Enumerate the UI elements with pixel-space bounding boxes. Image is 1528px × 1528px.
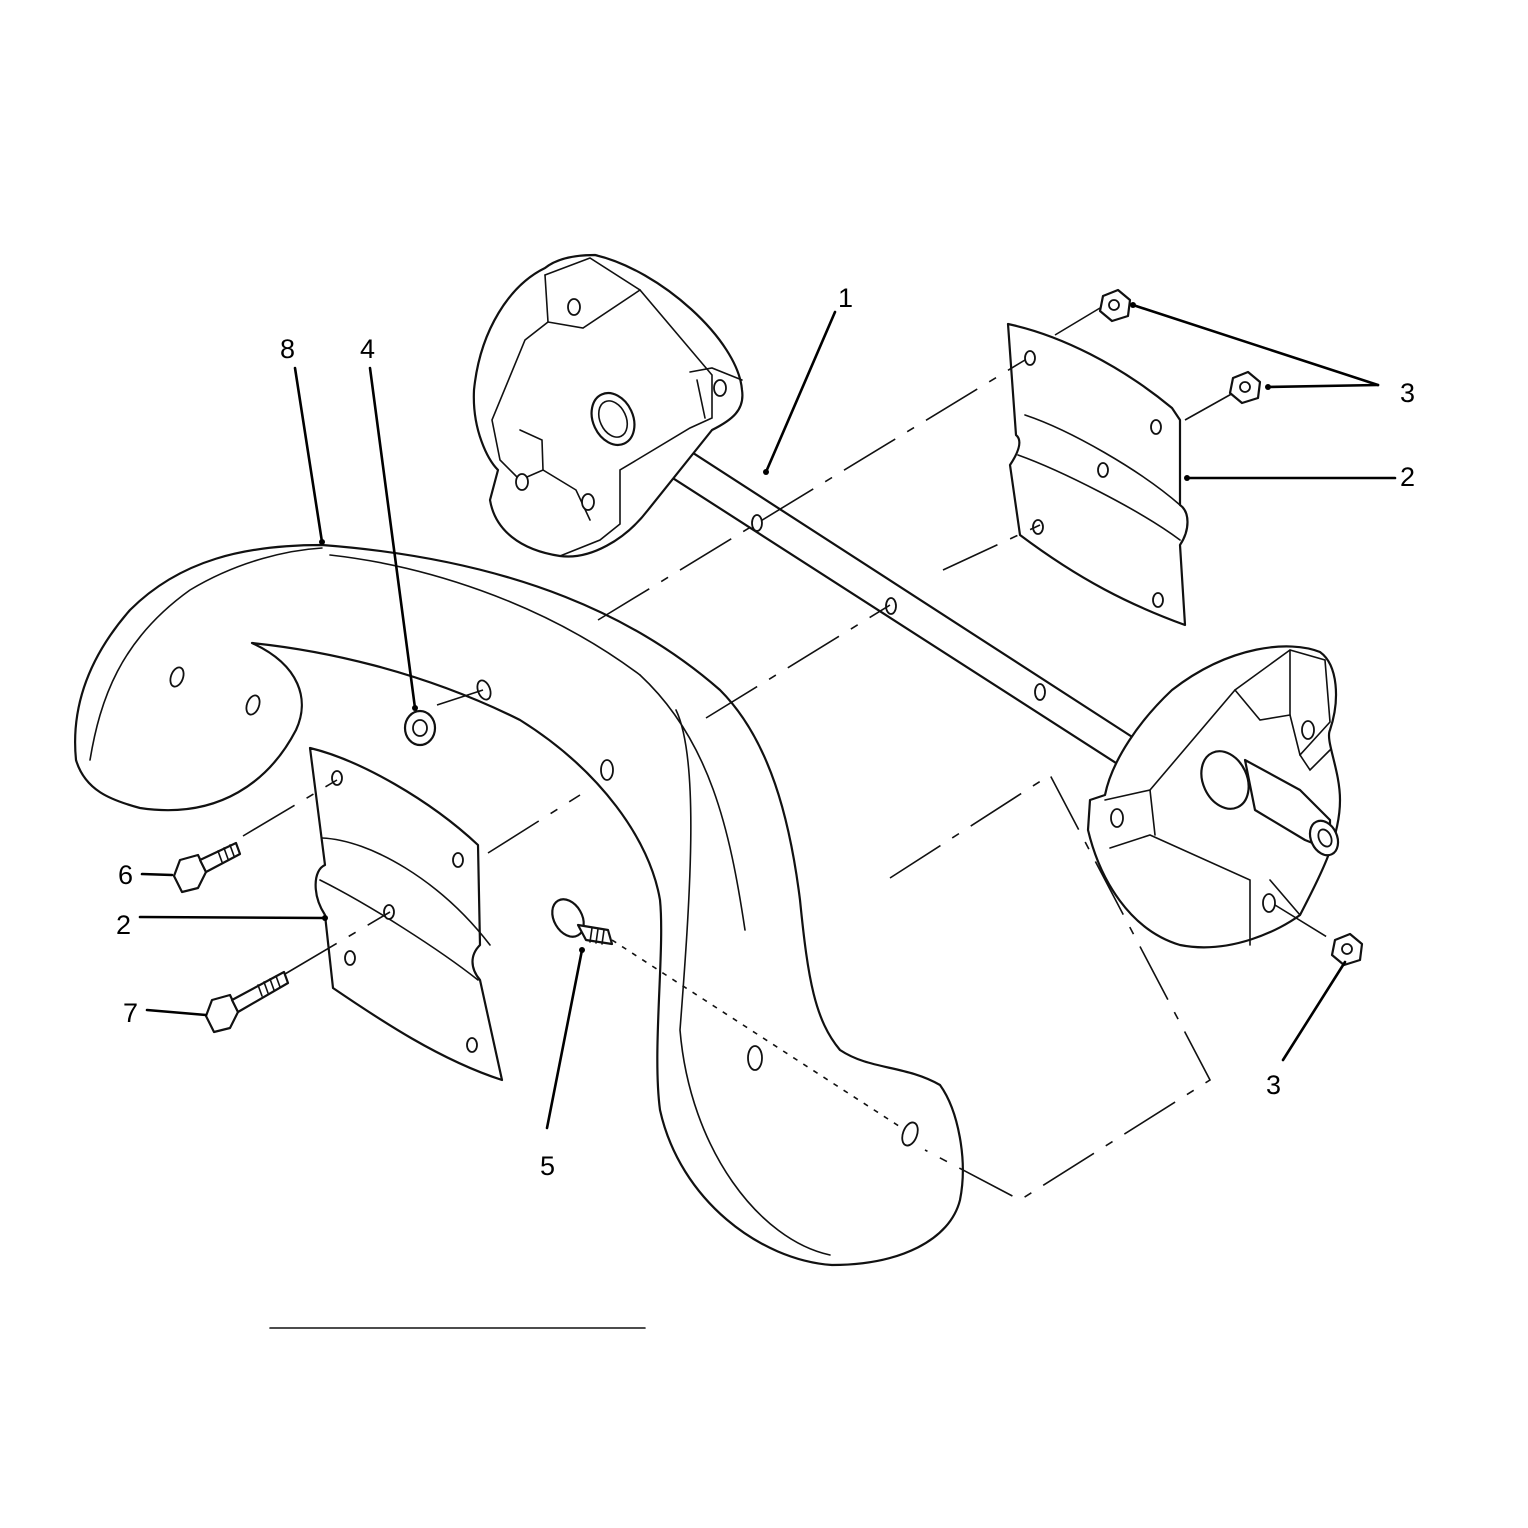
auger-shaft	[596, 396, 1142, 774]
right-hub-flange	[1086, 645, 1342, 949]
callout-2-left: 2	[116, 910, 131, 940]
callout-3-top: 3	[1400, 378, 1415, 408]
callout-4: 4	[360, 334, 375, 364]
leader-lines	[138, 302, 1397, 1130]
callout-6: 6	[118, 860, 133, 890]
left-paddle	[308, 746, 504, 1082]
callout-5: 5	[540, 1151, 555, 1181]
hex-nut-bottom-part-3	[1330, 932, 1364, 967]
callout-8: 8	[280, 334, 295, 364]
callout-2-right: 2	[1400, 462, 1415, 492]
assembly-guide-lines	[242, 307, 1341, 1329]
hex-bolt-part-6	[172, 841, 242, 894]
auger-spiral-flight	[74, 543, 964, 1267]
right-paddle	[1006, 322, 1189, 627]
left-hub-flange	[472, 253, 744, 558]
hex-nut-top-part-3	[1098, 288, 1132, 323]
shear-bolt-part-5	[551, 898, 614, 946]
hex-nut-middle-part-3	[1228, 370, 1262, 405]
callout-1: 1	[838, 283, 853, 313]
callout-3-bottom: 3	[1266, 1070, 1281, 1100]
hex-bolt-part-7	[204, 970, 290, 1034]
spacer-part-4	[403, 709, 437, 747]
callout-7: 7	[123, 998, 138, 1028]
